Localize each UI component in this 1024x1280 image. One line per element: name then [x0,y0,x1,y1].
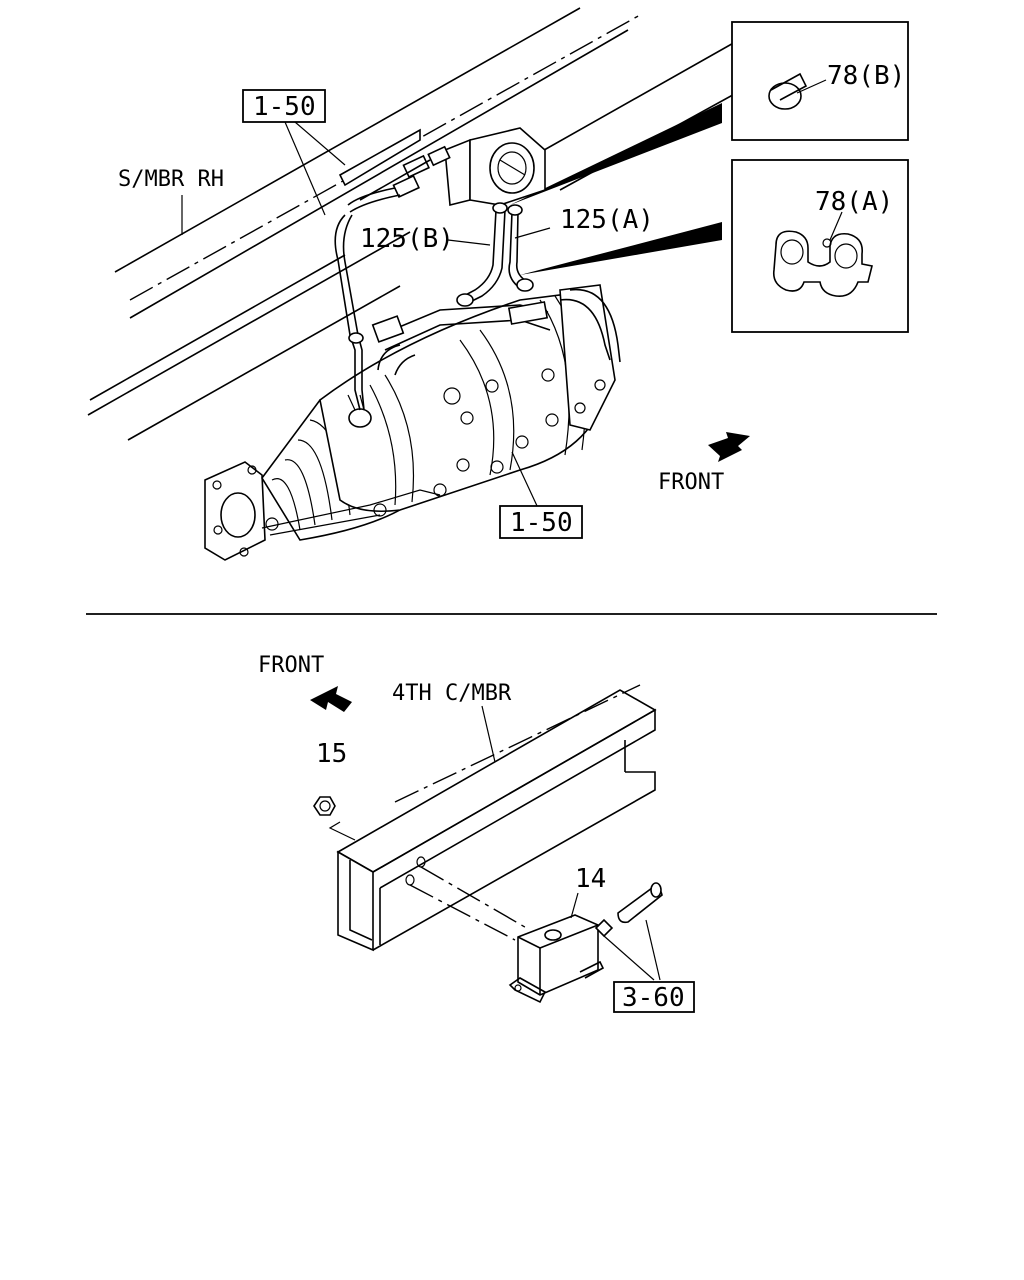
control-unit-14 [508,914,605,1004]
leader-lines-upper [181,121,551,509]
cross-member-channel [336,684,657,952]
ref-1-50-top: 1-50 [253,92,316,122]
label-125b: 125(B) [360,224,454,254]
label-78b: 78(B) [827,61,905,91]
label-15: 15 [316,739,347,769]
label-125a: 125(A) [560,205,654,235]
detail-box-78b [731,21,909,141]
detail-box-78a [731,159,909,333]
side-member-rails [87,7,761,441]
label-78a: 78(A) [815,187,893,217]
label-4th-cmbr: 4TH C/MBR [392,681,512,706]
front-arrow-lower-icon [310,686,352,712]
ref-box-1-50-bottom [499,505,583,539]
ref-1-50-bottom: 1-50 [510,508,573,538]
exhaust-dpf-assembly [204,214,621,561]
label-front-upper: FRONT [658,470,724,495]
hose-3-60 [594,882,663,938]
nut-15 [313,796,356,841]
pressure-sensor-bracket [338,127,546,307]
label-smbr-rh: S/MBR RH [118,167,224,192]
front-arrow-icon [708,432,750,462]
ref-3-60: 3-60 [622,983,685,1013]
detail-b-pointer [510,103,722,205]
label-front-lower: FRONT [258,653,324,678]
ref-box-3-60 [613,981,695,1013]
ref-box-1-50-top [242,89,326,123]
detail-a-pointer [520,222,722,275]
label-14: 14 [575,864,606,894]
